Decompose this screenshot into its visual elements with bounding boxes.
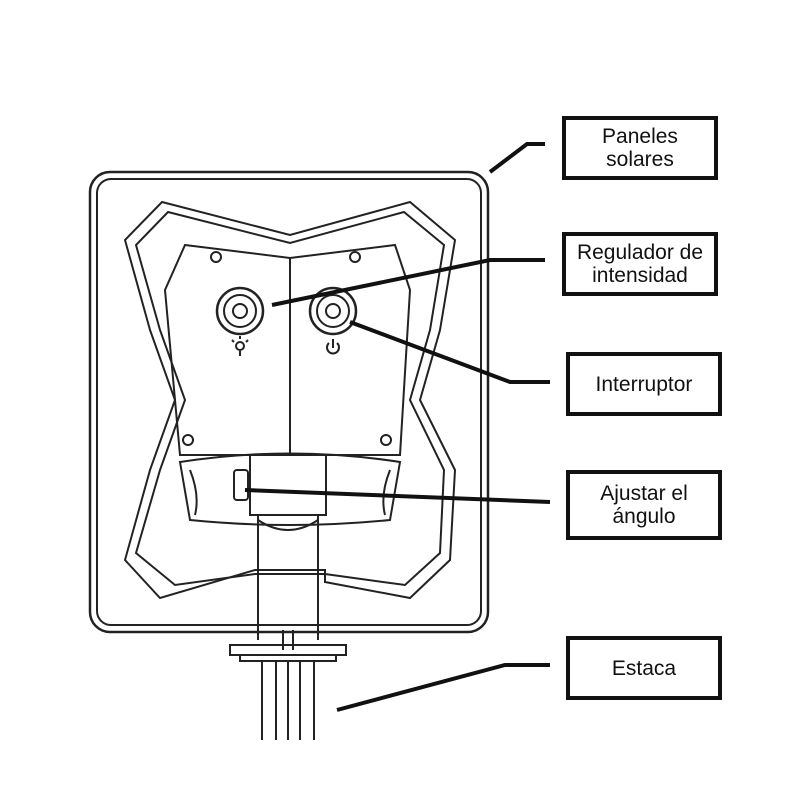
- leader-lines: [244, 142, 551, 712]
- control-plate: [163, 243, 412, 456]
- label-dimmer: Regulador de intensidad: [562, 232, 718, 296]
- power-icon: [326, 339, 340, 355]
- label-angle: Ajustar el ángulo: [566, 470, 722, 540]
- pole: [229, 454, 347, 662]
- stake: [261, 630, 315, 740]
- dimmer-button[interactable]: [215, 286, 265, 336]
- light-bulb-icon: [231, 336, 249, 356]
- label-stake: Estaca: [566, 636, 722, 700]
- power-switch-button[interactable]: [308, 286, 358, 336]
- label-switch: Interruptor: [566, 352, 722, 416]
- label-solar-panels: Paneles solares: [562, 116, 718, 180]
- solar-panel-frame: [88, 170, 490, 634]
